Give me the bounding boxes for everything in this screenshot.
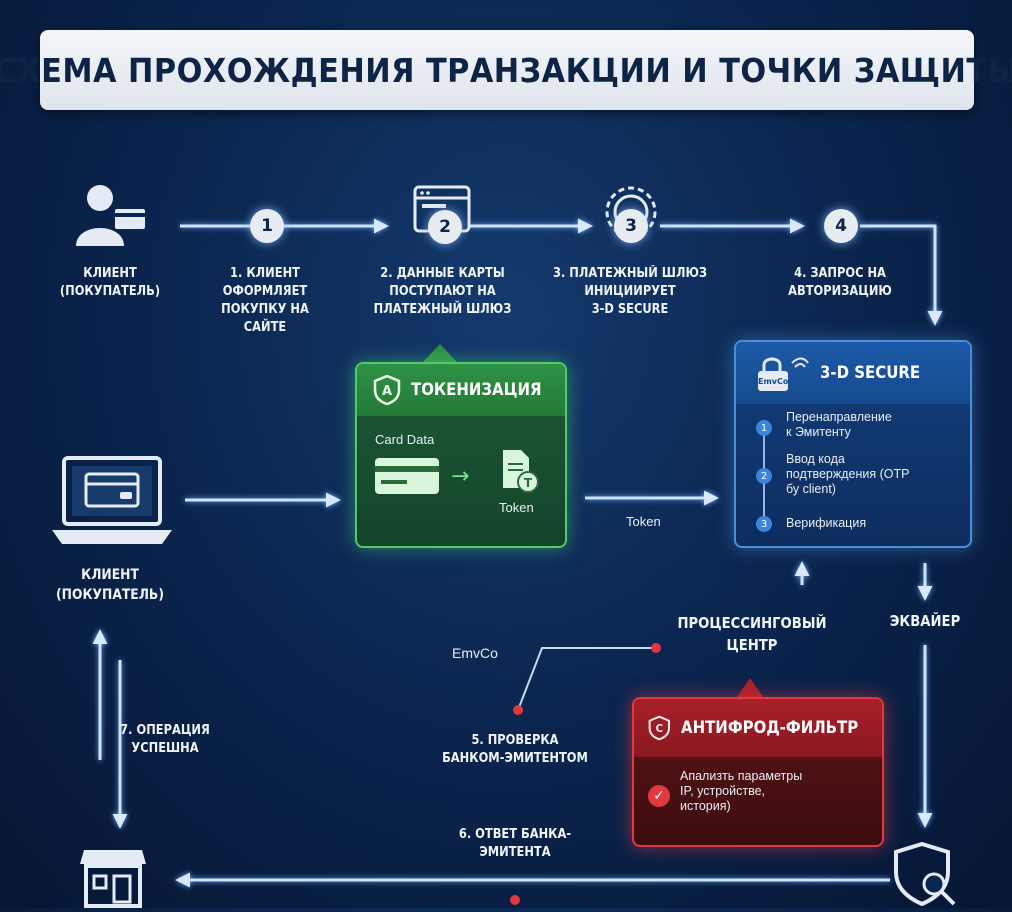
tokenization-panel: A ТОКЕНИЗАЦИЯ Card Data → T Token — [355, 362, 567, 548]
svg-text:C: C — [655, 723, 663, 735]
step-5-label: 5. ПРОВЕРКА БАНКОМ-ЭМИТЕНТОМ — [442, 733, 588, 766]
user-card-icon — [72, 180, 152, 250]
step-2-label: 2. ДАННЫЕ КАРТЫ ПОСТУПАЮТ НА ПЛАТЕЖНЫЙ Ш… — [373, 266, 512, 317]
client-mid-label: КЛИЕНТ (ПОКУПАТЕЛЬ) — [56, 567, 164, 603]
store-icon — [78, 846, 148, 908]
secure3d-step-3-dot: 3 — [756, 516, 772, 532]
client-top-label: КЛИЕНТ (ПОКУПАТЕЛЬ) — [59, 266, 161, 299]
secure3d-title: 3-D SECURE — [820, 363, 921, 383]
step-1-number: 1 — [250, 209, 284, 243]
step-3-label: 3. ПЛАТЕЖНЫЙ ШЛЮЗ ИНИЦИИРУЕТ 3-D SECURE — [552, 266, 708, 317]
token-label: Token — [499, 500, 534, 515]
step-2-number: 2 — [428, 210, 462, 244]
svg-text:A: A — [382, 384, 392, 399]
arrow-step4 — [860, 224, 943, 326]
secure3d-panel: EmvCo 3-D SECURE 1 Перенаправление к Эми… — [734, 340, 972, 548]
page-title: СХЕМА ПРОХОЖДЕНИЯ ТРАНЗАКЦИИ И ТОЧКИ ЗАЩ… — [0, 50, 1012, 90]
token-arrow-label: Token — [626, 514, 661, 529]
step-7-label: 7. ОПЕРАЦИЯ УСПЕШНА — [120, 723, 210, 756]
card-icon — [375, 458, 439, 494]
checkmark-icon: ✓ — [648, 785, 670, 807]
emvco-logo: EmvCo — [758, 377, 789, 386]
step-4-label: 4. ЗАПРОС НА АВТОРИЗАЦИЮ — [788, 266, 892, 299]
shield-badge-icon: C — [648, 715, 670, 741]
lock-wifi-icon: EmvCo — [754, 353, 810, 393]
secure3d-step-1-dot: 1 — [756, 420, 772, 436]
secure3d-step-3-text: Верификация — [786, 516, 867, 530]
step-6-label: 6. ОТВЕТ БАНКА- ЭМИТЕНТА — [458, 827, 572, 860]
svg-text:T: T — [524, 476, 533, 490]
emvco-label: EmvCo — [452, 645, 498, 661]
tokenization-title: ТОКЕНИЗАЦИЯ — [411, 380, 542, 400]
shield-badge-icon: A — [373, 375, 401, 405]
antifraud-panel: C АНТИФРОД-ФИЛЬТР ✓ Апализть параметры I… — [632, 697, 884, 847]
tokenize-arrow-icon: → — [451, 464, 470, 489]
laptop-card-icon — [50, 452, 174, 552]
secure3d-header: EmvCo 3-D SECURE — [736, 342, 970, 404]
secure3d-step-2-dot: 2 — [756, 468, 772, 484]
antifraud-header: C АНТИФРОД-ФИЛЬТР — [634, 699, 882, 757]
step-1-label: 1. КЛИЕНТ ОФОРМЛЯЕТ ПОКУПКУ НА САЙТЕ — [221, 266, 309, 335]
step-3-number: 3 — [614, 209, 648, 243]
antifraud-text: Апализть параметры IP, устройстве, истор… — [680, 769, 803, 813]
title-bar: СХЕМА ПРОХОЖДЕНИЯ ТРАНЗАКЦИИ И ТОЧКИ ЗАЩ… — [0, 30, 1012, 110]
shield-search-icon — [892, 840, 962, 908]
processing-center-label: ПРОЦЕССИНГОВЫЙ ЦЕНТР — [677, 614, 827, 654]
secure3d-step-2-text: Ввод кода подтверждения (OTP бу client) — [786, 452, 910, 496]
token-doc-icon: T — [499, 448, 539, 494]
emvco-connector — [517, 647, 655, 711]
secure3d-step-1-text: Перенаправление к Эмитенту — [786, 410, 892, 439]
card-data-label: Card Data — [375, 432, 435, 447]
antifraud-title: АНТИФРОД-ФИЛЬТР — [680, 718, 858, 738]
acquirer-label: ЭКВАЙЕР — [889, 612, 961, 630]
tokenization-header: A ТОКЕНИЗАЦИЯ — [357, 364, 565, 416]
step-4-number: 4 — [824, 209, 858, 243]
